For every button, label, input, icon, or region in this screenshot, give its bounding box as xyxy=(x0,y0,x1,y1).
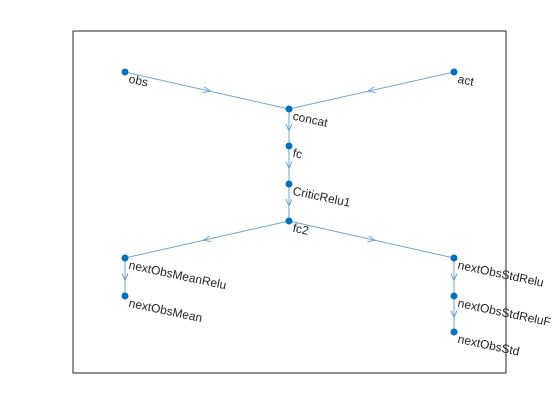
arrow-fc2-to-nextObsMeanRelu xyxy=(202,235,212,243)
node-fc xyxy=(285,142,293,150)
node-act xyxy=(450,68,458,76)
arrow-CriticRelu1-to-fc2 xyxy=(285,198,293,208)
node-nextObsStd xyxy=(450,328,458,336)
node-label-act: act xyxy=(457,72,476,89)
arrow-fc2-to-nextObsStdRelu xyxy=(367,235,377,243)
node-concat xyxy=(285,105,293,113)
arrow-fc-to-CriticRelu1 xyxy=(285,161,293,170)
node-nextObsMean xyxy=(121,292,129,300)
node-nextObsStdReluFull xyxy=(450,292,458,300)
nodes-group xyxy=(121,68,458,336)
node-nextObsStdRelu xyxy=(450,254,458,262)
edge-fc2-to-nextObsStdRelu xyxy=(288,220,455,259)
arrow-concat-to-fc xyxy=(285,123,293,133)
arrow-nextObsStdRelu-to-nextObsStdReluFull xyxy=(450,273,458,282)
node-label-fc2: fc2 xyxy=(292,221,311,238)
edge-fc2-to-nextObsMeanRelu xyxy=(124,220,290,259)
arrow-act-to-concat xyxy=(366,86,376,94)
node-label-fc: fc xyxy=(292,146,304,162)
edges-group xyxy=(121,71,458,332)
node-fc2 xyxy=(285,217,293,225)
arrow-obs-to-concat xyxy=(202,86,212,94)
node-CriticRelu1 xyxy=(285,180,293,188)
edge-obs-to-concat xyxy=(124,71,290,110)
node-label-obs: obs xyxy=(128,72,150,90)
edge-act-to-concat xyxy=(288,71,455,110)
node-nextObsMeanRelu xyxy=(121,254,129,262)
node-obs xyxy=(121,68,129,76)
arrow-nextObsMeanRelu-to-nextObsMean xyxy=(121,273,129,282)
arrow-nextObsStdReluFull-to-nextObsStd xyxy=(450,310,458,319)
